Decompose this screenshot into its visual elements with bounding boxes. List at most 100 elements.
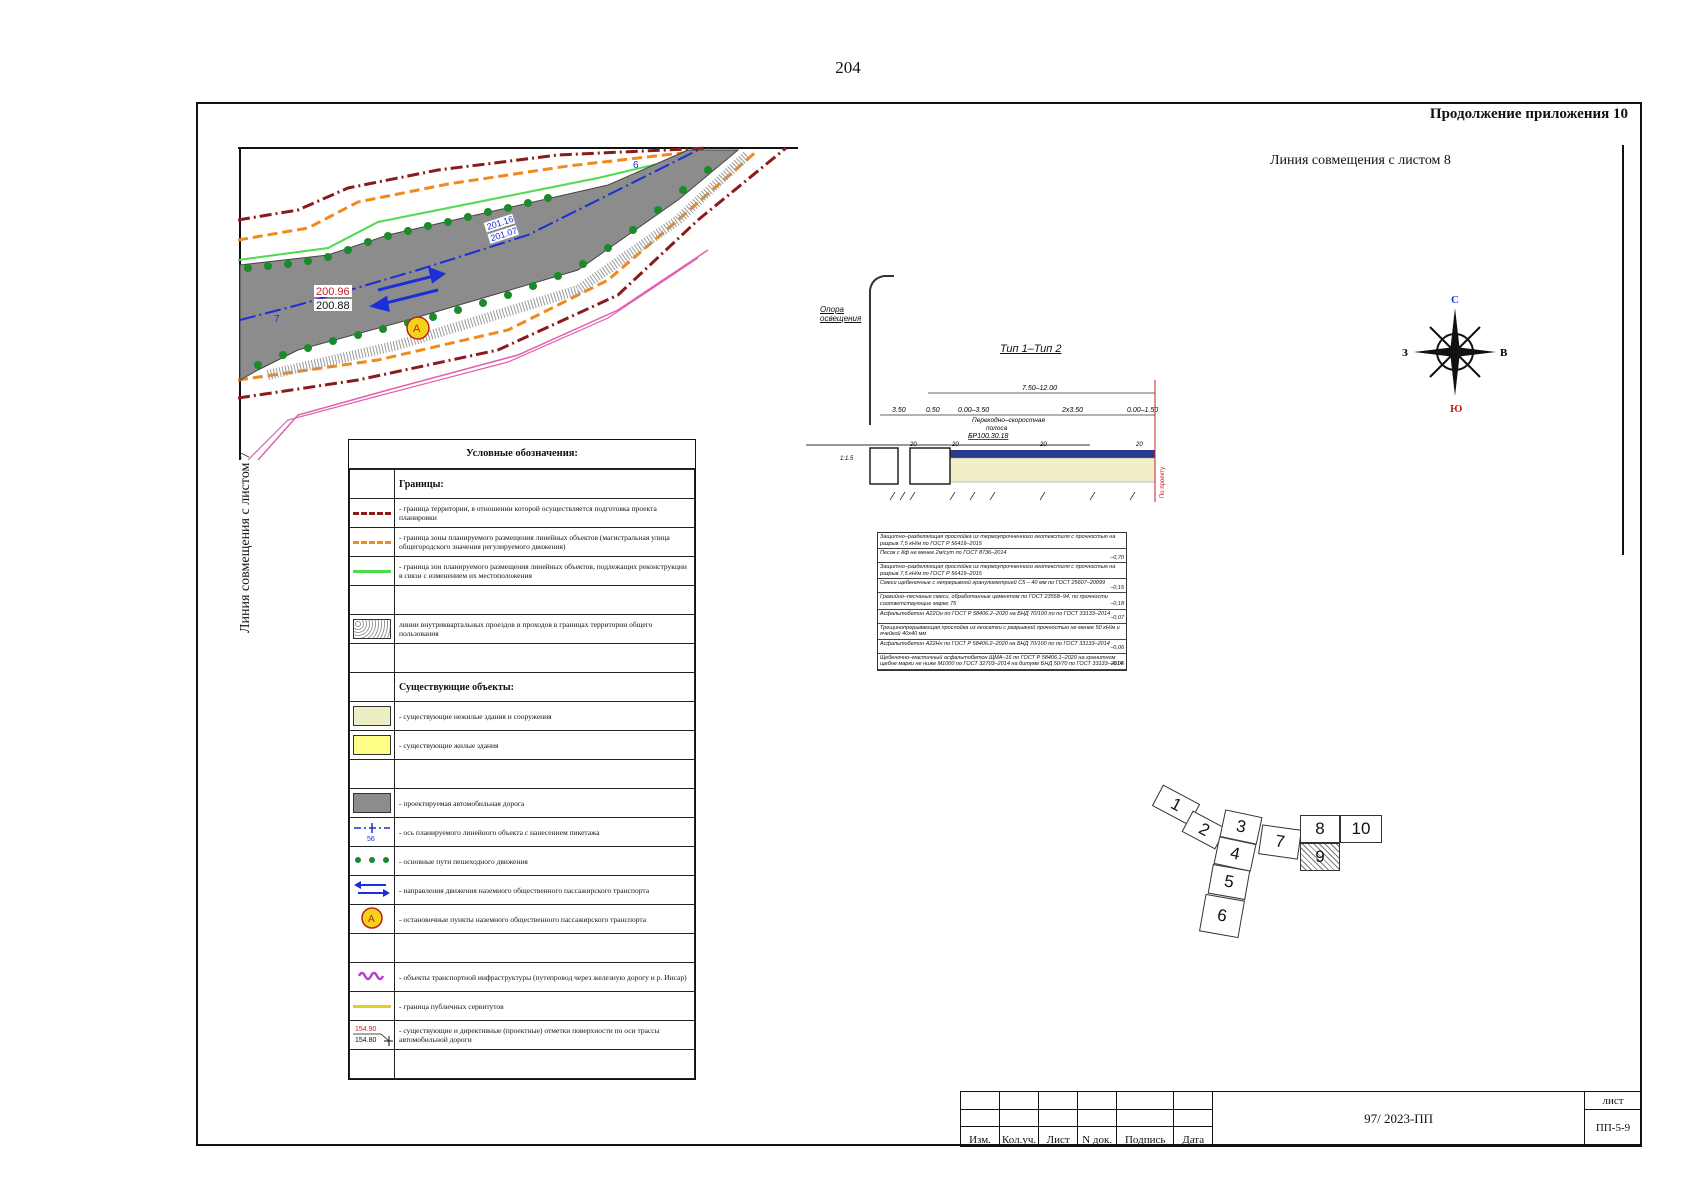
layer-thickness: –0,70 <box>1110 554 1124 561</box>
title-block: 97/ 2023-ПП лист ПП-5-9 Изм. Кол.уч. Лис… <box>960 1091 1642 1147</box>
zone-border-bottom <box>238 148 759 382</box>
key-sheet-7: 7 <box>1258 824 1302 860</box>
pedestrian-symbol <box>355 857 389 863</box>
accel-lane-label-1: Переходно–скоростная <box>972 416 1045 424</box>
layer-thickness: –0,15 <box>1110 584 1124 591</box>
legend-row: линии внутриквартальных проездов и прохо… <box>349 614 695 644</box>
nonresidential-symbol <box>353 706 391 726</box>
legend-text: - направления движения наземного обществ… <box>394 875 695 905</box>
slope-2: 20 <box>951 442 959 448</box>
legend-text: - ось планируемого линейного объекта с н… <box>394 817 695 847</box>
compass-west: З <box>1402 347 1408 359</box>
right-match-line <box>1622 145 1624 555</box>
dim-shoulder: 0.00–1.50 <box>1127 407 1158 414</box>
slope-3: 20 <box>1039 442 1047 448</box>
cross-section-drawing: 7.50–12.00 3.50 0.50 0.00–3.50 2х3.50 0.… <box>806 275 1166 502</box>
dim-total: 7.50–12.00 <box>1022 385 1057 392</box>
lighting-pole <box>869 275 894 425</box>
bus-stop-icon <box>406 316 430 340</box>
elev-design-bg-1 <box>314 285 352 297</box>
legend-row: - объекты транспортной инфраструктуры (п… <box>349 962 695 992</box>
pedestrian-path-top <box>244 194 552 272</box>
legend-section-existing: Существующие объекты: <box>394 672 695 702</box>
transit-direction-arrows <box>369 266 447 313</box>
dim-curb: 0.50 <box>926 407 940 414</box>
compass-rose: С Ю З В <box>1402 294 1508 415</box>
pavement-layer: Асфальтобетон А22Нн по ГОСТ Р 58406.2–20… <box>878 640 1126 654</box>
axis-symbol: 56 <box>354 823 390 843</box>
label-n-dok: N док. <box>1077 1126 1118 1147</box>
elev-design-bg-2 <box>483 213 516 233</box>
elev-existing-bg-2 <box>487 225 519 244</box>
ground-hatch <box>889 491 1136 501</box>
servitude-symbol <box>353 1005 391 1009</box>
legend-row: - граница территории, в отношении которо… <box>349 498 695 528</box>
label-list: Лист <box>1038 1126 1079 1147</box>
legend-text: линии внутриквартальных проездов и прохо… <box>394 614 695 644</box>
legend-text: - граница зон планируемого размещения ли… <box>394 556 695 586</box>
territory-border-top <box>238 146 709 222</box>
key-sheet-8: 8 <box>1300 815 1340 843</box>
legend-row: - граница публичных сервитутов <box>349 991 695 1021</box>
legend-text: - основные пути пешеходного движения <box>394 846 695 876</box>
legend-text: - граница зоны планируемого размещения л… <box>394 527 695 557</box>
legend-text: - граница территории, в отношении которо… <box>394 498 695 528</box>
internal-passages-symbol <box>353 619 391 639</box>
layer-thickness: –0,18 <box>1110 600 1124 607</box>
pavement-layer: Щебеночно–мастичный асфальтобетон ЩМА–16… <box>878 654 1126 670</box>
station-label-6: 6 <box>633 160 639 171</box>
pavement-layer: Защитно–разделяющая прослойка из термоуп… <box>878 533 1126 550</box>
document-code: 97/ 2023-ПП <box>1212 1091 1585 1147</box>
page-number: 204 <box>835 58 861 77</box>
lighting-pole-label: Опора освещения <box>820 305 861 323</box>
legend-text: - существующие и директивные (проектные)… <box>394 1020 695 1050</box>
slope-1: 20 <box>909 442 917 448</box>
appendix-title: Продолжение приложения 10 <box>1429 106 1628 122</box>
layer-text: Щебеночно–мастичный асфальтобетон ЩМА–16… <box>880 654 1123 668</box>
legend-row: - проектируемая автомобильная дорога <box>349 788 695 818</box>
label-podpis: Подпись <box>1116 1126 1175 1147</box>
layer-text: Защитно–разделяющая прослойка из термоуп… <box>880 564 1116 577</box>
road-symbol <box>353 793 391 813</box>
legend-table: Границы: - граница территории, в отношен… <box>349 469 695 1079</box>
transit-direction-symbol <box>354 881 390 897</box>
compass-diag-2 <box>1429 326 1481 378</box>
zone-border-top <box>238 148 709 242</box>
layer-thickness: –0,05 <box>1110 661 1124 668</box>
key-sheet-9-current: 9 <box>1300 843 1340 871</box>
sidewalk-box <box>869 447 899 485</box>
infrastructure-line <box>257 249 709 460</box>
side-label: По проекту <box>1160 467 1166 498</box>
pavement-layer: Песок с Кф не менее 2м/сут по ГОСТ 8736–… <box>878 549 1126 564</box>
zone-border-symbol <box>353 541 391 545</box>
elev-symbol-bottom: 154.80 <box>355 1037 377 1044</box>
residential-symbol <box>353 735 391 755</box>
match-line-top-label: Линия совмещения с листом 8 <box>1270 153 1451 168</box>
layer-text: Смеси щебеночные с непрерывной грануломе… <box>880 580 1106 587</box>
key-sheet-6: 6 <box>1199 893 1245 939</box>
slope-left: 1:1.5 <box>840 456 854 462</box>
infrastructure-symbol <box>357 971 385 981</box>
reconstruction-border-top <box>238 151 709 261</box>
layer-text: Асфальтобетон А22Он по ГОСТ Р 58406.2–20… <box>880 610 1111 617</box>
sheet-number: ПП-5-9 <box>1584 1109 1642 1147</box>
accel-lane-label-2: полоса <box>986 425 1008 432</box>
key-sheet-10: 10 <box>1340 815 1382 843</box>
compass-east: В <box>1500 347 1508 359</box>
pavement-layer: Смеси щебеночные с непрерывной грануломе… <box>878 579 1126 594</box>
embankment-hatch <box>266 150 752 380</box>
bus-stop-symbol-letter: A <box>368 914 375 925</box>
road-axis <box>239 149 699 321</box>
legend-row: 56- ось планируемого линейного объекта с… <box>349 817 695 847</box>
legend-text: - объекты транспортной инфраструктуры (п… <box>394 962 695 992</box>
legend-row: A- остановочные пункты наземного обществ… <box>349 904 695 934</box>
bus-stop-letter: A <box>413 323 421 335</box>
label-izm: Изм. <box>960 1126 1000 1147</box>
legend-text: - проектируемая автомобильная дорога <box>394 788 695 818</box>
elev-design-1: 200.96 <box>316 286 350 298</box>
drawing-frame <box>196 102 1642 1146</box>
match-line-left-label: Линия совмещения с листом 7 <box>238 452 253 633</box>
bus-stop-symbol: A <box>361 907 383 929</box>
